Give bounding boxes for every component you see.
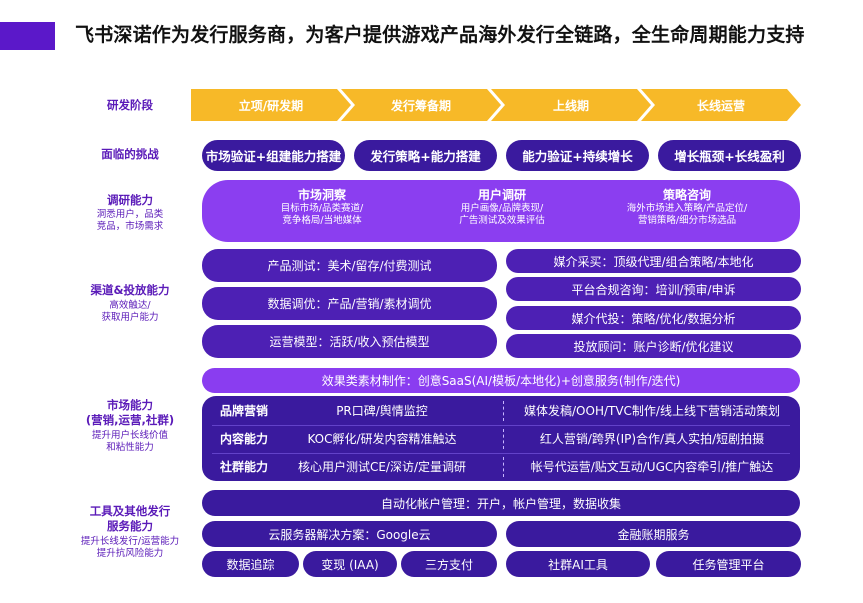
channel-right-pill: 媒介代投：策略/优化/数据分析 [506,306,801,330]
row-label-channel: 渠道&投放能力 高效触达/ 获取用户能力 [70,283,190,324]
row-label-market: 市场能力 (营销,运营,社群) 提升用户长线价值 和粘性能力 [70,398,190,454]
market-row-left: KOC孵化/研发内容精准触达 [307,432,457,446]
stage-chevron-row: 立项/研发期 发行筹备期 上线期 长线运营 [191,89,801,121]
market-row-community: 社群能力 核心用户测试CE/深访/定量调研 帐号代运营/贴文互动/UGC内容牵引… [202,453,800,481]
challenge-pill: 市场验证+组建能力搭建 [202,140,345,171]
stage-chevron: 发行筹备期 [341,89,501,121]
row-label-tools-sub1: 提升长线发行/运营能力 [80,536,180,547]
research-item-detail: 用户画像/品牌表现/ [460,203,544,214]
row-label-market-title: 市场能力 [107,398,153,412]
research-item-title: 市场洞察 [297,188,346,202]
row-label-tools: 工具及其他发行 服务能力 提升长线发行/运营能力 提升抗风险能力 [70,504,190,560]
row-label-tools-title: 工具及其他发行 [89,504,171,518]
title-accent-bar [0,22,55,50]
row-label-research-sub1: 洞悉用户，品类 [96,209,164,220]
row-label-market-sub1: 提升用户长线价值 [91,430,168,441]
market-row-right: 帐号代运营/贴文互动/UGC内容牵引/推广触达 [530,460,774,474]
cloud-solution-pill: 云服务器解决方案：Google云 [202,521,497,547]
research-capability-box: 市场洞察 目标市场/品类赛道/ 竞争格局/当地媒体 用户调研 用户画像/品牌表现… [202,180,800,242]
market-capability-box: 品牌营销 PR口碑/舆情监控 媒体发稿/OOH/TVC制作/线上线下营销活动策划… [202,396,800,481]
market-row-brand: 品牌营销 PR口碑/舆情监控 媒体发稿/OOH/TVC制作/线上线下营销活动策划 [202,397,800,425]
research-item-detail: 广告测试及效果评估 [459,215,545,226]
tool-pill: 三方支付 [401,551,497,577]
market-row-left: PR口碑/舆情监控 [336,404,428,418]
row-label-tools-title-2: 服务能力 [107,519,153,533]
stage-chevron: 立项/研发期 [191,89,351,121]
research-item-detail: 海外市场进入策略/产品定位/ [626,203,748,214]
market-row-divider [503,429,504,449]
row-label-research: 调研能力 洞悉用户，品类 竞品，市场需求 [70,193,190,233]
row-label-market-sub2: 和粘性能力 [106,442,154,453]
research-item-detail: 营销策略/细分市场选品 [637,215,737,226]
row-label-stage-text: 研发阶段 [107,98,153,112]
tool-pill: 变现 (IAA) [303,551,397,577]
market-row-label: 社群能力 [220,460,269,474]
channel-right-pill: 投放顾问：账户诊断/优化建议 [506,334,801,358]
channel-right-pill: 媒介采买：顶级代理/组合策略/本地化 [506,249,801,273]
row-label-stage: 研发阶段 [70,98,190,113]
market-row-right: 红人营销/跨界(IP)合作/真人实拍/短剧拍摄 [539,432,765,446]
market-row-label: 内容能力 [220,432,269,446]
challenge-pill: 能力验证+持续增长 [506,140,649,171]
tool-pill: 社群AI工具 [506,551,650,577]
market-row-divider [503,457,504,477]
stage-chevron: 长线运营 [641,89,801,121]
row-label-channel-sub2: 获取用户能力 [101,312,159,323]
tool-pill: 数据追踪 [202,551,299,577]
market-row-separator [212,453,790,454]
market-row-separator [212,425,790,426]
creative-production-bar: 效果类素材制作：创意SaaS(AI/模板/本地化)+创意服务(制作/迭代) [202,368,800,393]
row-label-challenge-text: 面临的挑战 [101,147,159,161]
research-item-title: 策略咨询 [662,188,711,202]
research-item-detail: 竞争格局/当地媒体 [282,215,362,226]
challenge-pill: 发行策略+能力搭建 [354,140,497,171]
research-market-insight: 市场洞察 目标市场/品类赛道/ 竞争格局/当地媒体 [242,187,402,227]
research-strategy-consulting: 策略咨询 海外市场进入策略/产品定位/ 营销策略/细分市场选品 [592,187,782,227]
row-label-market-title-2: (营销,运营,社群) [85,413,175,427]
finance-service-pill: 金融账期服务 [506,521,801,547]
research-user-study: 用户调研 用户画像/品牌表现/ 广告测试及效果评估 [422,187,582,227]
account-management-bar: 自动化帐户管理：开户，帐户管理，数据收集 [202,490,800,516]
challenge-pill: 增长瓶颈+长线盈利 [658,140,801,171]
row-label-research-sub2: 竞品，市场需求 [96,221,164,232]
research-item-title: 用户调研 [477,188,526,202]
channel-left-pill: 数据调优：产品/营销/素材调优 [202,287,497,320]
research-item-detail: 目标市场/品类赛道/ [280,203,364,214]
channel-left-pill: 产品测试：美术/留存/付费测试 [202,249,497,282]
row-label-challenge: 面临的挑战 [70,147,190,162]
page-title: 飞书深诺作为发行服务商，为客户提供游戏产品海外发行全链路，全生命周期能力支持 [75,24,805,46]
row-label-channel-sub1: 高效触达/ [109,300,151,311]
row-label-research-title: 调研能力 [107,193,153,207]
row-label-tools-sub2: 提升抗风险能力 [96,548,164,559]
market-row-left: 核心用户测试CE/深访/定量调研 [297,460,467,474]
market-row-label: 品牌营销 [220,404,269,418]
channel-left-pill: 运营模型：活跃/收入预估模型 [202,325,497,358]
stage-chevron: 上线期 [491,89,651,121]
market-row-right: 媒体发稿/OOH/TVC制作/线上线下营销活动策划 [524,404,780,418]
market-row-divider [503,401,504,421]
tool-pill: 任务管理平台 [656,551,801,577]
market-row-content: 内容能力 KOC孵化/研发内容精准触达 红人营销/跨界(IP)合作/真人实拍/短… [202,425,800,453]
channel-right-pill: 平台合规咨询：培训/预审/申诉 [506,277,801,301]
row-label-channel-title: 渠道&投放能力 [90,283,170,297]
